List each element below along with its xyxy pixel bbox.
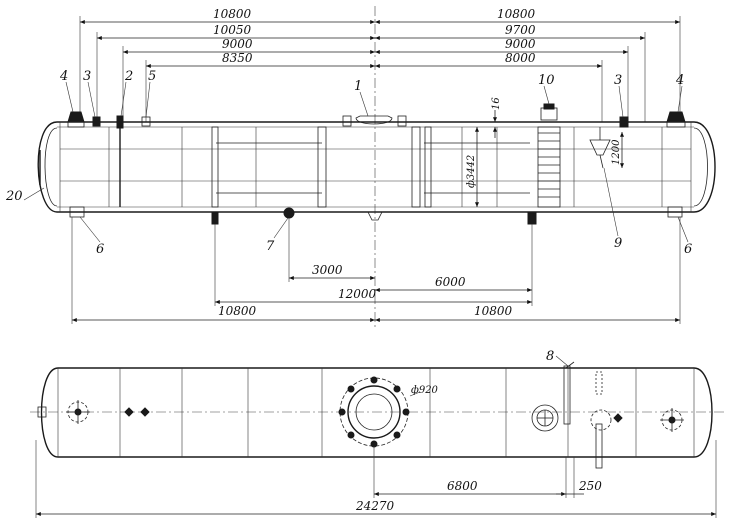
top-dimension-lines	[79, 6, 681, 330]
label-5: 5	[148, 69, 156, 84]
label-3-right: 3	[614, 73, 622, 88]
dim-left-3: 9000	[222, 37, 253, 51]
dim-250: 250	[578, 479, 602, 493]
plan-view-dimensions: ф920 8 6800 250 24270	[35, 349, 717, 518]
lower-dimension-lines	[71, 217, 681, 324]
dim-6800: 6800	[447, 479, 478, 493]
label-3-left: 3	[83, 69, 91, 84]
dim-right-3: 9000	[505, 37, 536, 51]
dim-total: 24270	[355, 499, 395, 513]
dim-3000: 3000	[312, 263, 343, 277]
nozzle-10-hatching	[538, 132, 560, 198]
label-9: 9	[614, 236, 622, 251]
label-4-left: 4	[59, 69, 68, 84]
position-labels: 1 2 3 4 5 10 3 4 6 6 7 9 20	[5, 69, 692, 257]
top-dimension-texts: 10800 10050 9000 8350 10800 9700 9000 80…	[213, 7, 536, 65]
dim-diameter: ф3442	[466, 155, 477, 188]
lower-dimension-texts: 3000 6000 12000 10800 10800	[218, 263, 513, 318]
dim-6000: 6000	[435, 275, 466, 289]
dim-bottom-left: 10800	[218, 304, 257, 318]
label-2: 2	[124, 69, 133, 84]
dim-left-1: 10800	[213, 7, 252, 21]
dim-right-2: 9700	[505, 23, 536, 37]
dim-left-2: 10050	[213, 23, 252, 37]
label-6-right: 6	[684, 242, 692, 257]
dim-1200: 1200	[611, 139, 622, 165]
label-6-left: 6	[96, 242, 104, 257]
label-4-right: 4	[675, 73, 684, 88]
dim-right-1: 10800	[497, 7, 536, 21]
label-1: 1	[354, 79, 362, 94]
dim-16: 16	[491, 97, 502, 110]
dim-right-4: 8000	[505, 51, 536, 65]
dim-bottom-right: 10800	[474, 304, 513, 318]
label-7: 7	[266, 239, 275, 254]
vessel-side-view	[37, 103, 716, 225]
dim-left-4: 8350	[222, 51, 253, 65]
dim-920: ф920	[411, 385, 439, 396]
inner-dimensions: 16 ф3442 1200	[466, 97, 624, 207]
label-20: 20	[5, 189, 23, 204]
label-10: 10	[538, 73, 555, 88]
vessel-plan-view	[30, 361, 725, 469]
dim-12000: 12000	[338, 287, 377, 301]
label-8: 8	[546, 349, 554, 364]
